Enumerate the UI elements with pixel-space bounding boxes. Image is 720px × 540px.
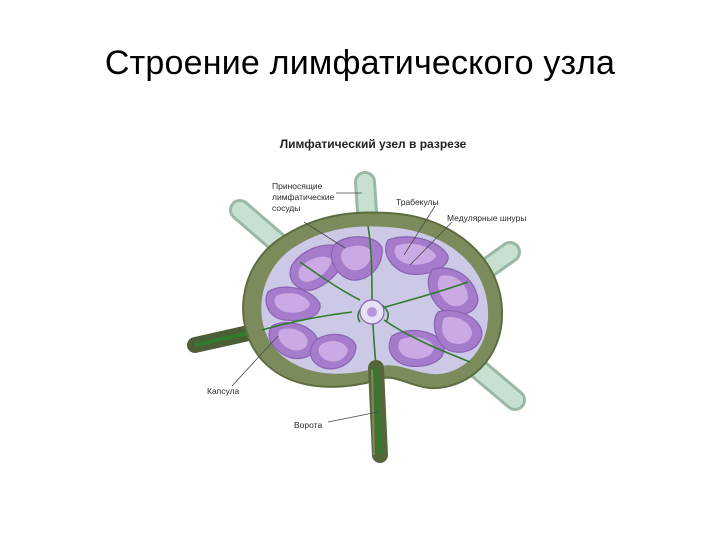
label-afferent-vessels-2: лимфатические [272,192,335,202]
label-afferent-vessels-1: Приносящие [272,181,323,191]
label-trabeculae: Трабекулы [396,197,439,207]
leader-lines [231,192,453,423]
trabeculae-vessels [261,225,471,369]
label-capsule: Капсула [207,386,240,396]
label-hilum: Ворота [294,420,322,430]
label-afferent-vessels-3: сосуды [272,203,300,213]
slide-title: Строение лимфатического узла [104,44,616,82]
lymphoid-follicles [265,236,483,370]
medullary-center [359,299,385,325]
label-medullary-cords: Медулярные шнуры [447,213,526,223]
figure-title: Лимфатичеcкий узел в разрезе [280,137,467,151]
hilum-vessels [368,360,388,463]
